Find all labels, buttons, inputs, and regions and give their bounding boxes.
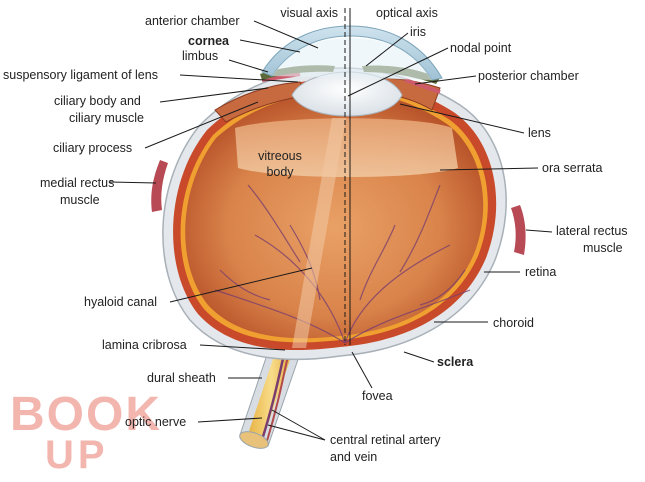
- label-medial-rectus-line1: medial rectus: [40, 176, 114, 190]
- optic-nerve-shape: [239, 339, 303, 449]
- label-ciliary-process: ciliary process: [53, 141, 132, 155]
- labels: visual axis optical axis anterior chambe…: [3, 6, 628, 464]
- watermark-line2: UP: [45, 433, 109, 477]
- vitreous-body-shape: [185, 92, 484, 339]
- label-dural-sheath: dural sheath: [147, 371, 216, 385]
- label-sclera: sclera: [437, 355, 474, 369]
- label-cornea: cornea: [188, 34, 230, 48]
- label-optical-axis: optical axis: [376, 6, 438, 20]
- label-lateral-rectus-line2: muscle: [583, 241, 623, 255]
- label-ciliary-body-line1: ciliary body and: [54, 94, 141, 108]
- label-vitreous-line2: body: [266, 165, 294, 179]
- label-anterior-chamber: anterior chamber: [145, 14, 240, 28]
- leader-lines: [109, 20, 553, 441]
- label-limbus: limbus: [182, 49, 218, 63]
- label-vitreous-line1: vitreous: [258, 149, 302, 163]
- hyaloid-canal-shape: [292, 118, 346, 348]
- label-lamina-cribrosa: lamina cribrosa: [102, 338, 187, 352]
- label-ora-serrata: ora serrata: [542, 161, 602, 175]
- axis-lines: [344, 8, 351, 345]
- label-medial-rectus-line2: muscle: [60, 193, 100, 207]
- label-visual-axis: visual axis: [280, 6, 338, 20]
- label-suspensory-ligament: suspensory ligament of lens: [3, 68, 158, 82]
- label-lateral-rectus-line1: lateral rectus: [556, 224, 628, 238]
- retinal-vessels: [214, 184, 471, 344]
- label-central-retinal-line1: central retinal artery: [330, 433, 441, 447]
- label-choroid: choroid: [493, 316, 534, 330]
- label-posterior-chamber: posterior chamber: [478, 69, 579, 83]
- label-lens: lens: [528, 126, 551, 140]
- rectus-muscles: [151, 160, 526, 255]
- watermark-logo: BOOK UP: [10, 388, 162, 477]
- label-nodal-point: nodal point: [450, 41, 512, 55]
- watermark-line1: BOOK: [10, 388, 162, 441]
- label-retina: retina: [525, 265, 556, 279]
- label-iris: iris: [410, 25, 426, 39]
- label-optic-nerve: optic nerve: [125, 415, 186, 429]
- label-central-retinal-line2: and vein: [330, 450, 377, 464]
- label-ciliary-body-line2: ciliary muscle: [69, 111, 144, 125]
- label-hyaloid-canal: hyaloid canal: [84, 295, 157, 309]
- label-fovea: fovea: [362, 389, 393, 403]
- cornea-shape: [261, 25, 443, 81]
